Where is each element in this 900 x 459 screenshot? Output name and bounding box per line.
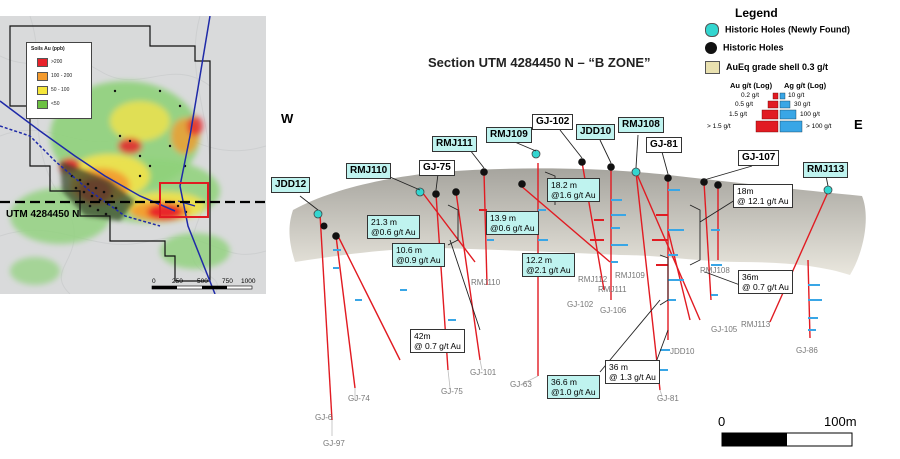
hole-label-gj-102: GJ-102 (532, 114, 574, 130)
inset-map: Soils Au (ppb) >200 100 - 200 50 - 100 <… (0, 16, 266, 294)
hole-label-rmj109: RMJ109 (486, 127, 532, 143)
soils-legend-item: <50 (37, 100, 87, 109)
soils-swatch (37, 86, 48, 95)
legend-title: Legend (735, 6, 778, 20)
cyan-circle-icon (705, 23, 719, 37)
trace-label: GJ-105 (711, 325, 738, 334)
grade-shell-swatch (705, 61, 720, 74)
soils-swatch (37, 100, 48, 109)
assay-box: 36 m @ 1.3 g/t Au (605, 360, 660, 384)
trace-label: GJ-74 (348, 394, 370, 403)
assay-box: 21.3 m @0.6 g/t Au (367, 215, 420, 239)
legend-item-old-holes: Historic Holes (705, 42, 784, 54)
trace-label: JDD10 (670, 347, 695, 356)
scale-zero-label: 0 (718, 414, 726, 429)
soils-legend-label: <50 (51, 101, 60, 107)
soils-legend-item: 100 - 200 (37, 72, 87, 81)
ag-tick: 100 g/t (800, 111, 820, 118)
soils-legend-label: >200 (51, 59, 63, 65)
trace-label: GJ-86 (796, 346, 818, 355)
hole-label-jdd12: JDD12 (271, 177, 311, 193)
trace-label: GJ-106 (600, 306, 627, 315)
hole-label-rmj110: RMJ110 (346, 163, 392, 179)
inset-map-graphic (0, 16, 266, 294)
hole-label-rmj108: RMJ108 (618, 117, 664, 133)
ag-tick: > 100 g/t (806, 123, 832, 130)
legend-label: Historic Holes (723, 42, 784, 53)
hole-label-gj-75: GJ-75 (419, 160, 455, 176)
trace-label: GJ-6 (315, 413, 333, 422)
au-tick: 1.5 g/t (729, 111, 748, 118)
legend-label: AuEq grade shell 0.3 g/t (726, 61, 829, 72)
assay-box: 36.6 m @1.0 g/t Au (547, 375, 600, 399)
au-log-header: Au g/t (Log) (730, 81, 773, 90)
ag-tick: 30 g/t (794, 101, 811, 108)
soils-swatch (37, 72, 48, 81)
inset-scale-tick: 500 (197, 278, 208, 285)
inset-scale-tick: 750 (222, 278, 233, 285)
soils-legend-label: 50 - 100 (51, 87, 70, 93)
log-grade-bars (755, 92, 803, 133)
trace-label: RMJ113 (741, 320, 771, 329)
section-scale-bar (721, 432, 853, 447)
trace-label: GJ-97 (323, 439, 345, 448)
trace-label: GJ-75 (441, 387, 463, 396)
assay-box: 42m @ 0.7 g/t Au (410, 329, 465, 353)
soils-swatch (37, 58, 48, 67)
au-tick: > 1.5 g/t (707, 123, 731, 130)
trace-label: GJ-102 (567, 300, 594, 309)
assay-box: 13.9 m @0.6 g/t Au (486, 211, 539, 235)
scale-end-label: 100m (824, 414, 857, 429)
hole-label-gj-107: GJ-107 (738, 150, 780, 166)
hole-label-jdd10: JDD10 (576, 124, 616, 140)
trace-label: GJ-63 (510, 380, 532, 389)
trace-label: RMJ108 (700, 266, 730, 275)
assay-box: 18m @ 12.1 g/t Au (733, 184, 793, 208)
hole-label-rmj111: RMJ111 (432, 136, 477, 152)
legend-item-grade-shell: AuEq grade shell 0.3 g/t (705, 61, 828, 74)
direction-west: W (281, 111, 294, 126)
legend-item-new-holes: Historic Holes (Newly Found) (705, 23, 850, 37)
assay-box: 10.6 m @0.9 g/t Au (392, 243, 445, 267)
assay-box: 12.2 m @2.1 g/t Au (522, 253, 575, 277)
hole-label-rmj113: RMJ113 (803, 162, 849, 178)
ag-tick: 10 g/t (788, 92, 805, 99)
assay-box: 36m @ 0.7 g/t Au (738, 270, 793, 294)
section-title: Section UTM 4284450 N – “B ZONE” (428, 55, 651, 70)
inset-scale-tick: 250 (172, 278, 183, 285)
soils-legend-label: 100 - 200 (51, 73, 73, 79)
inset-utm-label: UTM 4284450 N (6, 209, 80, 220)
soils-legend: Soils Au (ppb) >200 100 - 200 50 - 100 <… (26, 42, 92, 119)
soils-legend-item: >200 (37, 58, 87, 67)
au-tick: 0.5 g/t (735, 101, 754, 108)
au-tick: 0.2 g/t (741, 92, 760, 99)
inset-scale-tick: 0 (152, 278, 156, 285)
black-circle-icon (705, 42, 717, 54)
ag-log-header: Ag g/t (Log) (784, 81, 827, 90)
trace-label: RMJ111 (598, 285, 627, 294)
trace-label: RMJ112 (578, 275, 608, 284)
soils-legend-item: 50 - 100 (37, 86, 87, 95)
legend-label: Historic Holes (Newly Found) (725, 24, 851, 35)
trace-label: GJ-101 (470, 368, 497, 377)
trace-label: RMJ109 (615, 271, 645, 280)
trace-label: GJ-81 (657, 394, 679, 403)
hole-label-gj-81: GJ-81 (646, 137, 682, 153)
direction-east: E (854, 117, 863, 132)
trace-label: RMJ110 (471, 278, 501, 287)
inset-scale-tick: 1000 (241, 278, 256, 285)
assay-box: 18.2 m @1.6 g/t Au (547, 178, 600, 202)
soils-legend-title: Soils Au (ppb) (31, 46, 65, 52)
